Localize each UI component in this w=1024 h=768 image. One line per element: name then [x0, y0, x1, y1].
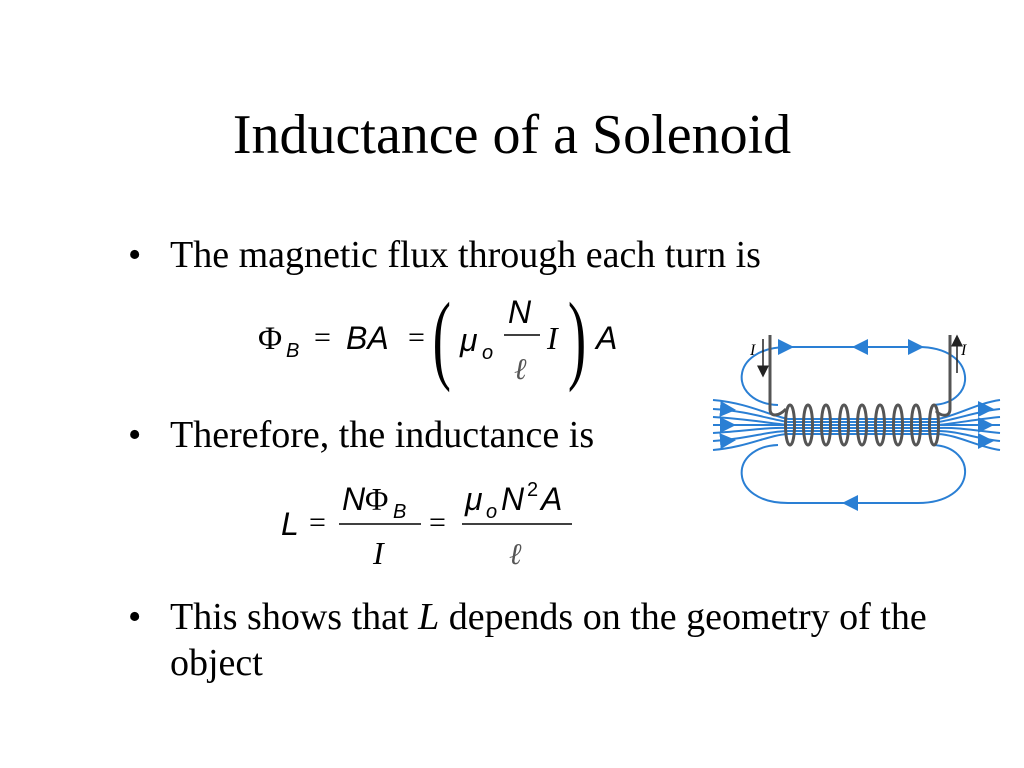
bullet-text: Therefore, the inductance is — [170, 414, 595, 456]
current-arrows — [757, 334, 963, 378]
bullet-text: This shows that L depends on the geometr… — [170, 594, 978, 686]
inductance-l: L — [281, 506, 299, 542]
subscript-b: B — [286, 340, 299, 362]
bullet-text: The magnetic flux through each turn is — [170, 234, 761, 276]
current-label-left: I — [749, 342, 756, 359]
numerator-phi: Φ — [365, 481, 388, 517]
current-label-right: I — [960, 342, 967, 359]
equals-sign: = — [429, 506, 446, 539]
inductance-equation: L = N Φ B I = μ o N 2 A ℓ — [281, 479, 572, 571]
bullet-inductance: • Therefore, the inductance is — [128, 412, 728, 458]
mu-symbol: μ — [459, 322, 478, 358]
fraction-denominator-l: ℓ — [514, 353, 527, 386]
field-arrow — [719, 433, 736, 450]
mu-symbol: μ — [464, 481, 483, 517]
bullet-marker: • — [128, 414, 142, 456]
fraction-numerator-n: N — [508, 294, 532, 330]
text-post: depends on the geometry of the object — [170, 596, 927, 684]
area-a: A — [594, 320, 617, 356]
coil-leads — [768, 335, 952, 417]
bullet-geometry: • This shows that L depends on the geome… — [128, 594, 978, 686]
solenoid-diagram: I I — [712, 334, 1001, 511]
field-line — [712, 433, 1001, 451]
current-i: I — [546, 320, 559, 356]
field-loop-top — [740, 338, 967, 406]
slide-title: Inductance of a Solenoid — [232, 104, 792, 166]
subscript-o: o — [482, 342, 493, 364]
right-paren: ) — [568, 285, 586, 393]
left-paren: ( — [433, 285, 451, 393]
denominator-l: ℓ — [509, 538, 522, 571]
denominator-i: I — [372, 535, 385, 571]
superscript-2: 2 — [527, 479, 538, 501]
turns-n: N — [501, 481, 525, 517]
subscript-o: o — [486, 501, 497, 523]
equals-sign: = — [408, 321, 425, 354]
numerator-n: N — [342, 481, 366, 517]
variable-l: L — [418, 596, 440, 638]
phi-symbol: Φ — [258, 321, 282, 357]
text-pre: This shows that — [170, 596, 419, 638]
equals-sign: = — [314, 321, 331, 354]
bullet-marker: • — [128, 596, 142, 638]
ba-term: BA — [346, 320, 389, 356]
subscript-b: B — [393, 501, 406, 523]
bullet-marker: • — [128, 234, 142, 276]
flux-equation: Φ B = BA = ( μ o N ℓ I ) A — [258, 285, 617, 393]
field-loop-bottom — [740, 444, 967, 504]
equals-sign: = — [309, 506, 326, 539]
field-arrow — [719, 400, 736, 417]
coil-windings — [784, 403, 940, 447]
area-a: A — [539, 481, 562, 517]
bullet-flux: • The magnetic flux through each turn is — [128, 232, 908, 278]
